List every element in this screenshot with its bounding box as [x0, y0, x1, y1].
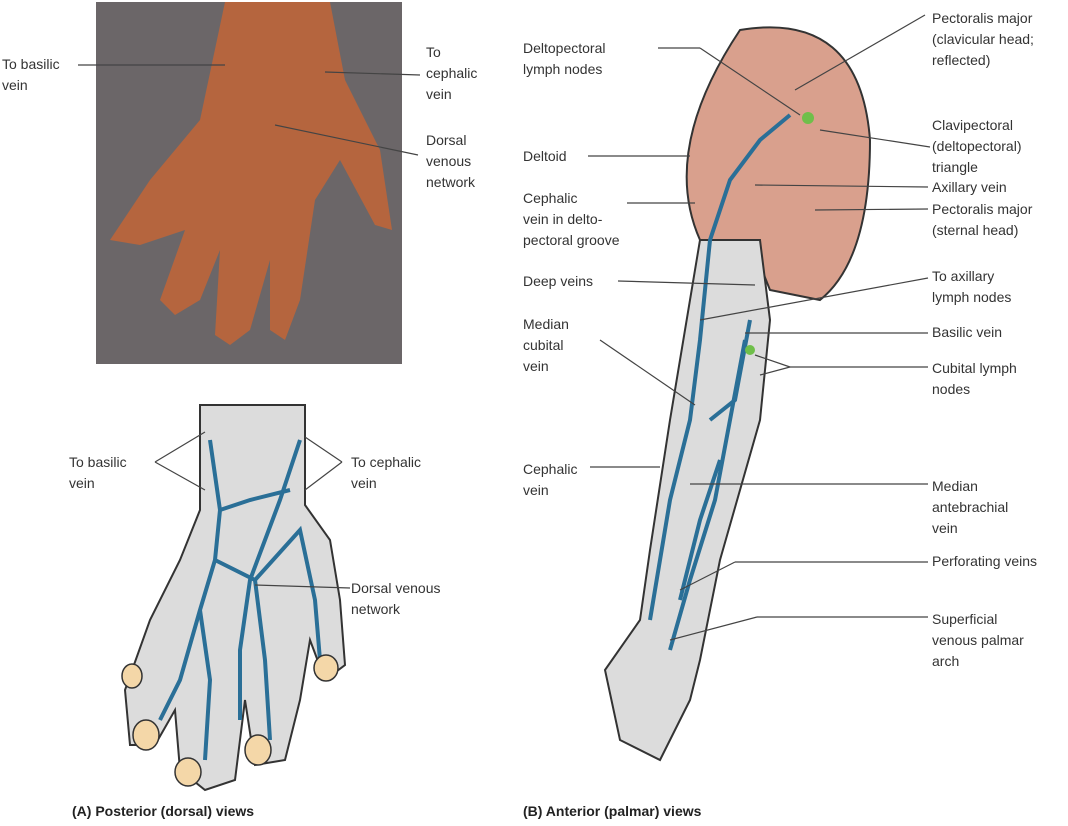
- label-deltopectoral-nodes: Deltopectoral lymph nodes: [523, 40, 606, 77]
- label-basilic-vein: Basilic vein: [932, 324, 1003, 340]
- label-to-axillary-nodes: To axillary lymph nodes: [932, 268, 1012, 305]
- label-deep-veins: Deep veins: [523, 273, 594, 289]
- label-drawing-dorsal-network: Dorsal venous network: [351, 580, 441, 617]
- label-pec-sternal: Pectoralis major (sternal head): [932, 201, 1033, 238]
- label-axillary-vein: Axillary vein: [932, 179, 1007, 195]
- label-palmar-arch: Superficial venous palmar arch: [932, 611, 1024, 669]
- arm-drawing: [603, 26, 872, 762]
- label-deltoid: Deltoid: [523, 148, 567, 164]
- label-cubital-nodes: Cubital lymph nodes: [932, 360, 1017, 397]
- label-drawing-to-cephalic: To cephalic vein: [351, 454, 422, 491]
- label-photo-to-cephalic: To cephalic vein: [426, 44, 478, 102]
- leader-lines: [78, 14, 931, 641]
- dorsal-hand-drawing: [121, 404, 347, 792]
- caption-panel-b: (B) Anterior (palmar) views: [523, 803, 702, 819]
- label-cephalic-vein: Cephalic vein: [523, 461, 578, 498]
- caption-panel-a: (A) Posterior (dorsal) views: [72, 803, 255, 819]
- label-median-antebrachial: Median antebrachial vein: [932, 478, 1009, 536]
- label-perforating: Perforating veins: [932, 553, 1038, 569]
- label-drawing-to-basilic: To basilic vein: [69, 454, 127, 491]
- label-cephalic-groove: Cephalic vein in delto- pectoral groove: [523, 190, 620, 248]
- label-median-cubital: Median cubital vein: [523, 316, 569, 374]
- label-clavipectoral: Clavipectoral (deltopectoral) triangle: [932, 117, 1022, 175]
- hand-photo: [96, 2, 402, 364]
- label-photo-dorsal-network: Dorsal venous network: [426, 132, 476, 190]
- label-pec-clavicular: Pectoralis major (clavicular head; refle…: [932, 10, 1034, 68]
- label-photo-to-basilic: To basilic vein: [2, 56, 60, 93]
